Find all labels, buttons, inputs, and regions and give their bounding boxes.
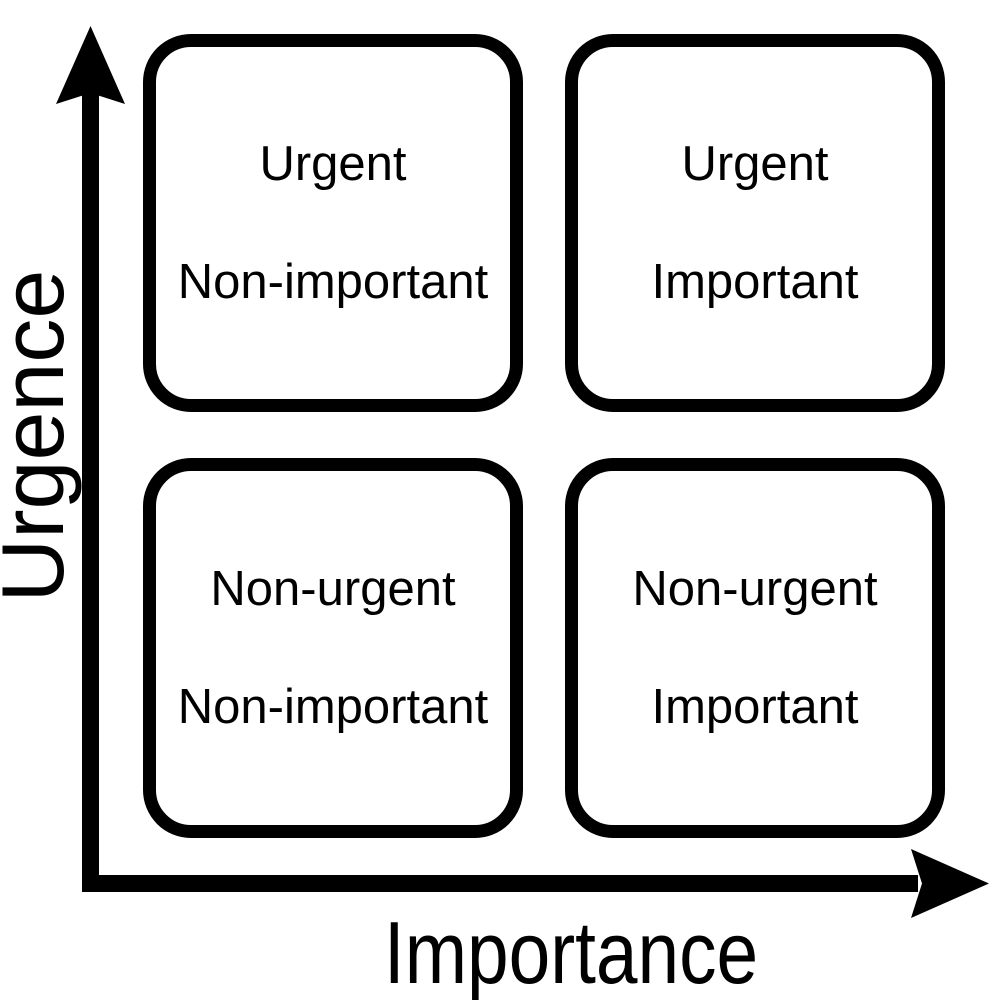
quadrant-urgent-non-important: Urgent Non-important bbox=[143, 34, 523, 412]
quadrant-label-line2: Important bbox=[651, 255, 859, 309]
y-axis-label: Urgence bbox=[0, 269, 82, 603]
quadrant-label-line1: Non-urgent bbox=[632, 561, 878, 616]
quadrant-label-line2: Non-important bbox=[177, 255, 489, 309]
x-axis-label: Importance bbox=[383, 903, 759, 1000]
quadrant-label-line1: Urgent bbox=[681, 136, 829, 191]
quadrant-label-line2: Non-important bbox=[177, 680, 489, 734]
y-axis-arrowhead-icon bbox=[56, 26, 125, 104]
quadrant-non-urgent-non-important: Non-urgent Non-important bbox=[143, 458, 523, 838]
quadrant-non-urgent-important: Non-urgent Important bbox=[565, 458, 945, 838]
quadrant-label-line2: Important bbox=[651, 680, 859, 734]
quadrant-urgent-important: Urgent Important bbox=[565, 34, 945, 412]
axis-lines bbox=[82, 90, 918, 892]
x-axis-arrowhead-icon bbox=[911, 849, 989, 918]
quadrant-label-line1: Non-urgent bbox=[210, 561, 456, 616]
quadrant-label-line1: Urgent bbox=[259, 136, 407, 191]
